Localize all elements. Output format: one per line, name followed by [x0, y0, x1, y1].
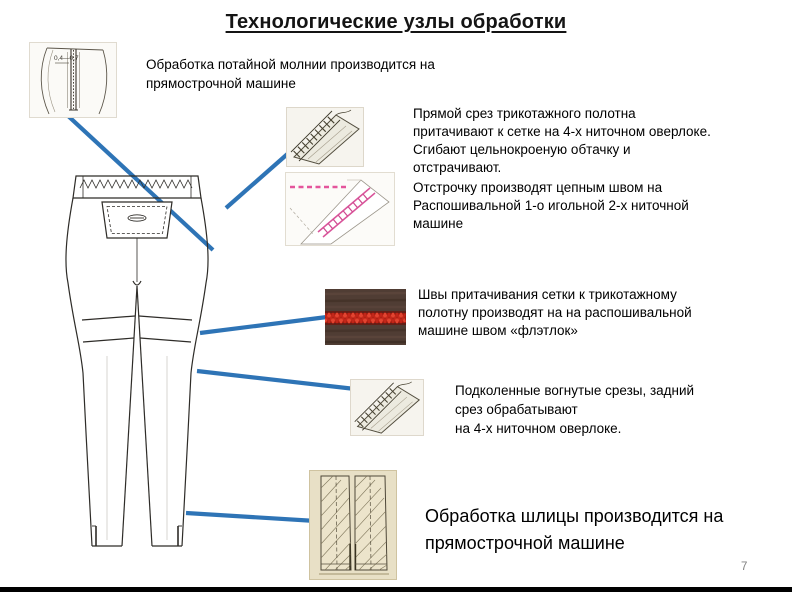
zipper-fabric-outline: [40, 47, 108, 115]
left-outseam: [65, 197, 93, 547]
connector-overlock-top-line: [224, 148, 294, 210]
knee-mesh-seam-lines: [81, 315, 193, 343]
left-inseam: [121, 285, 138, 547]
overlock-loops-drawing: [356, 387, 397, 428]
trousers-drawing: [56, 168, 218, 558]
flatlock-seam-photo: [325, 289, 406, 345]
back-pocket: [101, 201, 173, 239]
page-number: 7: [741, 561, 748, 573]
overlock-stitch-sample-bottom-image: [350, 378, 424, 437]
hem-slit-marks: [92, 525, 182, 546]
right-outseam: [181, 197, 209, 547]
slide-title: Технологические узлы обработки: [225, 11, 567, 33]
chain-stitch-sample-image: [285, 172, 395, 246]
hatching: [320, 475, 388, 571]
slit-seam: [349, 544, 357, 570]
invisible-zipper-sketch: 0,4—0,7: [29, 42, 117, 118]
overlock-loops-drawing: [293, 116, 335, 158]
waistband: [72, 175, 202, 199]
connector-overlock-bottom-line: [196, 368, 365, 393]
knit-fabric-texture: [325, 291, 406, 344]
right-leg-panel: [354, 475, 388, 571]
zipper-teeth-drawing: [55, 49, 80, 111]
left-leg-panel: [320, 475, 352, 571]
bottom-bar: [0, 587, 792, 592]
red-flatlock-stitch: [325, 311, 406, 325]
connector-flatlock-line: [199, 314, 328, 336]
hem-slit-photo: [309, 470, 397, 580]
zipper-caption: Обработка потайной молнии производится н…: [146, 57, 435, 91]
pink-chain-stitch-drawing: [317, 187, 376, 238]
right-inseam: [136, 285, 153, 547]
overlock-stitch-sample-top-image: [286, 107, 364, 167]
waistband-zigzag-stitch: [79, 179, 193, 189]
zipper-measurement-label: 0,4—0,7: [54, 55, 79, 62]
